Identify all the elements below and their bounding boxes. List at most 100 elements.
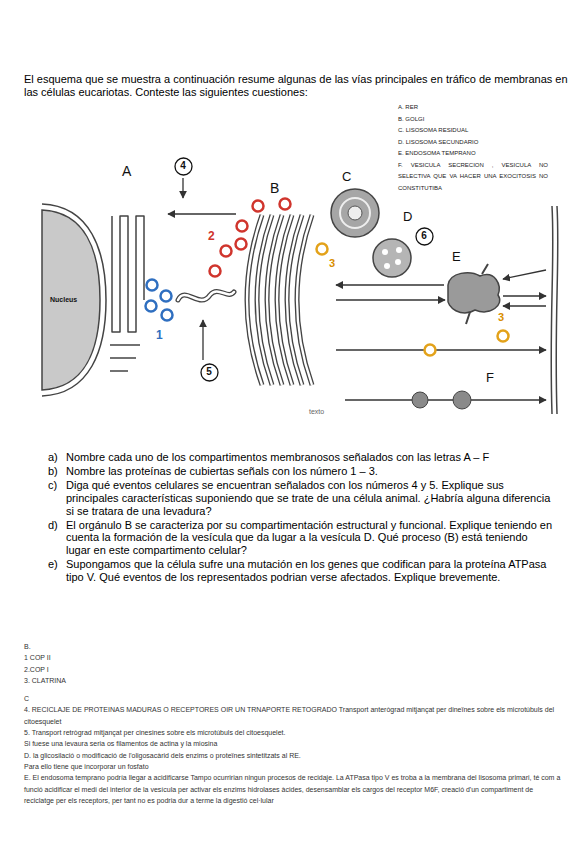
secondary-lysosome xyxy=(373,239,411,277)
golgi-lumen xyxy=(247,215,312,385)
ergic xyxy=(178,291,234,300)
answer-note: C xyxy=(24,693,564,704)
question-text: Diga qué eventos celulares se encuentran… xyxy=(66,479,553,517)
copii-vesicle xyxy=(147,280,158,291)
answer-note: 2.COP I xyxy=(24,664,564,675)
copi-vesicle xyxy=(221,246,232,257)
arrow xyxy=(202,320,203,360)
callout-circle: 5 xyxy=(200,363,219,382)
secretory-vesicle xyxy=(453,391,471,409)
compartment-letter: F xyxy=(486,371,494,386)
key-list: A. RERB. GOLGIC. LISOSOMA RESIDUALD. LIS… xyxy=(398,102,548,194)
plasma-membrane xyxy=(551,206,553,414)
copii-vesicle xyxy=(162,310,173,321)
question-list: a)Nombre cada uno de los compartimentos … xyxy=(48,451,553,585)
lysosome-content xyxy=(396,247,402,253)
question-marker: b) xyxy=(48,465,66,478)
rer-membrane xyxy=(112,216,144,332)
key-item: C. LISOSOMA RESIDUAL xyxy=(398,125,548,137)
clathrin-vesicle xyxy=(317,244,328,255)
arrow xyxy=(503,295,546,296)
copi-vesicle xyxy=(236,239,247,250)
answer-notes: B.1 COP II2.COP I3. CLATRINAC4. RECICLAJ… xyxy=(24,641,564,806)
rer-membrane xyxy=(110,345,140,371)
key-item: B. GOLGI xyxy=(398,114,548,126)
callout-number: 6 xyxy=(421,231,427,241)
arrow xyxy=(345,399,546,400)
question-marker: a) xyxy=(48,451,66,464)
secretory-vesicle xyxy=(412,392,428,408)
nuclear-envelope xyxy=(42,204,106,396)
compartment-letter: C xyxy=(342,170,351,185)
compartment-letter: D xyxy=(403,210,412,225)
callout-circle: 6 xyxy=(415,227,434,246)
compartment-letter: A xyxy=(122,163,131,179)
clathrin-vesicle xyxy=(425,345,436,356)
circle-outline xyxy=(175,158,192,175)
key-item: E. ENDOSOMA TEMPRANO xyxy=(398,148,548,160)
copi-vesicle xyxy=(210,266,221,277)
nucleus xyxy=(42,210,100,390)
copii-vesicle xyxy=(161,291,172,302)
copi-vesicle xyxy=(280,199,291,210)
lysosome-content xyxy=(384,263,390,269)
question-text: Supongamos que la célula sufre una mutac… xyxy=(66,558,553,583)
copi-vesicle xyxy=(237,221,248,232)
arrow xyxy=(503,270,546,279)
question-row: a)Nombre cada uno de los compartimentos … xyxy=(48,451,553,464)
coat-number: 3 xyxy=(329,257,335,270)
key-item: A. RER xyxy=(398,102,548,114)
answer-note: E. El endosoma temprano podría llegar a … xyxy=(24,772,564,806)
question-marker: c) xyxy=(48,479,66,517)
copii-vesicle xyxy=(146,301,157,312)
question-row: b)Nombre las proteínas de cubiertas seña… xyxy=(48,465,553,478)
callout-number: 4 xyxy=(180,161,186,171)
nucleus-label: Nucleus xyxy=(50,296,77,304)
lysosome-content xyxy=(395,259,401,265)
answer-note: D. la glicosilació o modificació de l'ol… xyxy=(24,750,564,761)
plasma-membrane xyxy=(556,206,558,414)
answer-note: 4. RECICLAJE DE PROTEINAS MADURAS O RECE… xyxy=(24,704,564,727)
arrow xyxy=(336,284,444,285)
arrow xyxy=(336,349,546,350)
callout-circle: 4 xyxy=(174,157,193,176)
lysosome-content xyxy=(382,249,388,255)
coat-number: 2 xyxy=(208,230,215,244)
callout-text-box: 6 xyxy=(421,231,427,241)
endosome-tubule xyxy=(466,264,488,324)
compartment-letter: E xyxy=(452,250,461,265)
residual-lysosome xyxy=(348,206,362,220)
arrow xyxy=(168,213,236,214)
clathrin-vesicle xyxy=(498,331,509,342)
question-marker: d) xyxy=(48,519,66,557)
question-text: Nombre cada uno de los compartimentos me… xyxy=(66,451,553,464)
arrow xyxy=(336,299,445,300)
question-row: e)Supongamos que la célula sufre una mut… xyxy=(48,558,553,583)
copi-vesicle xyxy=(253,201,264,212)
arrow xyxy=(503,305,546,306)
answer-note: 5. Transport retrògrad mitjançat per cin… xyxy=(24,727,564,738)
caption-note: texto xyxy=(309,408,324,416)
question-text: El orgánulo B se caracteriza por su comp… xyxy=(66,519,553,557)
key-item: F. VESICULA SECRECION , VESICULA NO SELE… xyxy=(398,160,548,195)
question-text: Nombre las proteínas de cubiertas señals… xyxy=(66,465,553,478)
answer-note: Para ello tiene que incorporar un fosfat… xyxy=(24,761,564,772)
answer-note: Si fuese una levaura seria os filamentos… xyxy=(24,738,564,749)
residual-lysosome xyxy=(340,198,370,228)
coat-number: 3 xyxy=(498,311,504,324)
intro-text: El esquema que se muestra a continuación… xyxy=(24,73,569,99)
answer-note: 3. CLATRINA xyxy=(24,675,564,686)
callout-text-box: 5 xyxy=(206,367,212,377)
coat-number: 1 xyxy=(156,329,163,343)
key-item: D. LISOSOMA SECUNDARIO xyxy=(398,137,548,149)
residual-lysosome xyxy=(331,189,379,237)
arrow xyxy=(182,178,183,198)
circle-outline xyxy=(201,364,218,381)
circle-outline xyxy=(416,228,433,245)
question-marker: e) xyxy=(48,558,66,583)
answer-note: 1 COP II xyxy=(24,652,564,663)
question-row: c)Diga qué eventos celulares se encuentr… xyxy=(48,479,553,517)
callout-text-box: 4 xyxy=(180,161,186,171)
